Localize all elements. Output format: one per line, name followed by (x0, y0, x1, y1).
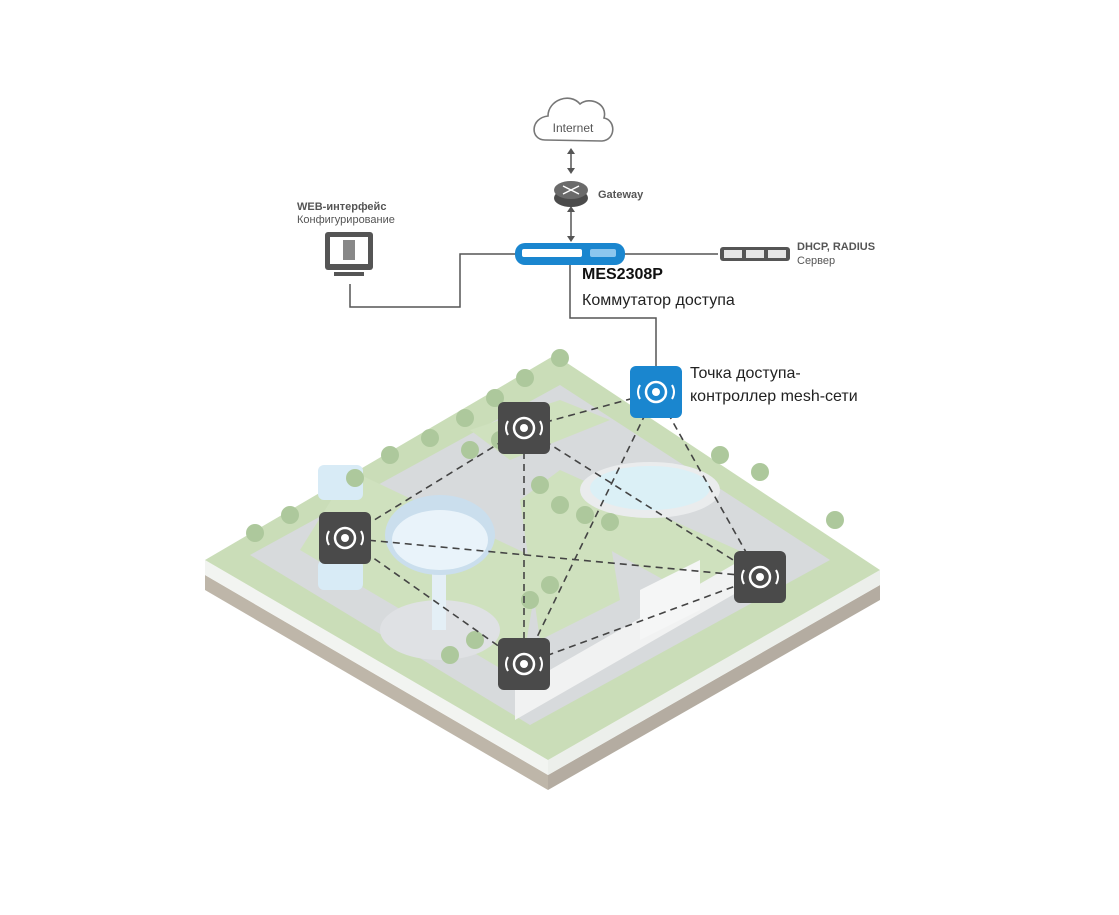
server-icon (720, 247, 790, 261)
server-title: DHCP, RADIUS (797, 241, 876, 253)
connections (349, 148, 718, 366)
switch-title: MES2308P (582, 266, 663, 283)
switch-icon (515, 243, 625, 265)
park-scene (205, 349, 880, 790)
cloud-icon (533, 97, 614, 142)
ap-bottom (498, 638, 550, 690)
ap-top (498, 402, 550, 454)
router-icon (554, 181, 588, 207)
ap-controller-icon (630, 366, 682, 418)
server-subtitle: Сервер (797, 255, 836, 267)
gateway-label: Gateway (598, 189, 644, 201)
ap-left (319, 512, 371, 564)
internet-label: Internet (553, 121, 594, 135)
web-interface-title: WEB-интерфейс (297, 201, 387, 213)
switch-subtitle: Коммутатор доступа (582, 292, 735, 309)
web-interface-subtitle: Конфигурирование (297, 214, 395, 226)
controller-label-line2: контроллер mesh-сети (690, 388, 858, 405)
monitor-icon (325, 232, 373, 276)
controller-label-line1: Точка доступа- (690, 365, 801, 382)
ap-right (734, 551, 786, 603)
